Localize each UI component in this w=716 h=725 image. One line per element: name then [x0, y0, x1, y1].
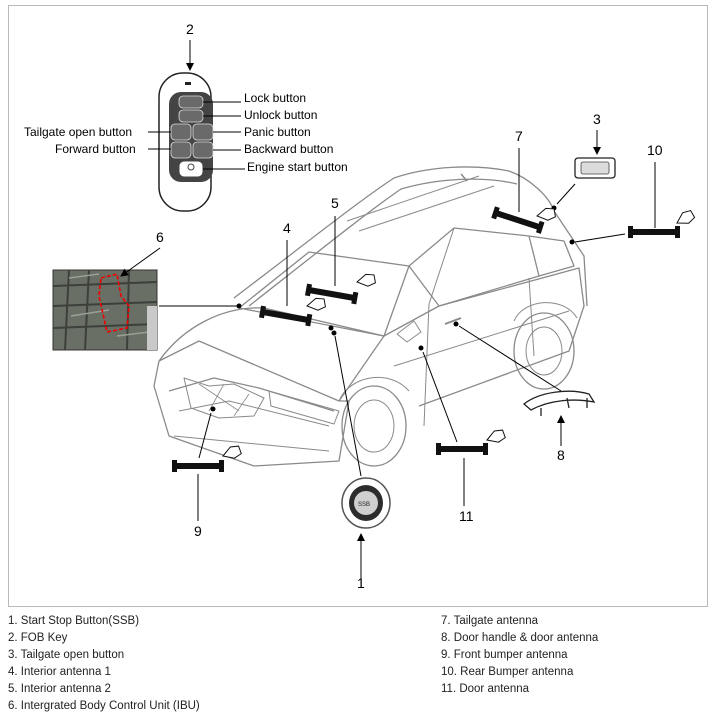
forward-button-label: Forward button	[55, 142, 136, 156]
unlock-button-label: Unlock button	[244, 108, 317, 122]
callout-10: 10	[647, 142, 663, 158]
legend-item: 3. Tailgate open button	[8, 649, 125, 661]
callout-11: 11	[459, 508, 474, 524]
callout-1: 1	[357, 575, 365, 591]
door-handle-antenna	[522, 390, 596, 416]
legend-item: 6. Intergrated Body Control Unit (IBU)	[8, 700, 200, 712]
tailgate-open-button	[574, 157, 616, 179]
tailgate-open-button-label: Tailgate open button	[24, 125, 132, 139]
door-antenna	[436, 443, 488, 455]
legend-item: 9. Front bumper antenna	[441, 649, 568, 661]
callout-9: 9	[194, 523, 202, 539]
callout-2: 2	[186, 21, 194, 37]
callout-4: 4	[283, 220, 291, 236]
legend-item: 2. FOB Key	[8, 632, 68, 644]
legend-left-column: 1. Start Stop Button(SSB) 2. FOB Key 3. …	[8, 613, 200, 715]
start-stop-button: SSB	[341, 477, 391, 529]
callout-8: 8	[557, 447, 565, 463]
legend-item: 10. Rear Bumper antenna	[441, 666, 574, 678]
backward-button-label: Backward button	[244, 142, 333, 156]
legend-item: 7. Tailgate antenna	[441, 615, 538, 627]
component-location-diagram: Lock button Unlock button Panic button B…	[8, 5, 708, 607]
rear-bumper-antenna	[628, 226, 680, 238]
legend-item: 4. Interior antenna 1	[8, 666, 111, 678]
callout-5: 5	[331, 195, 339, 211]
fob-key-illustration	[158, 72, 214, 212]
legend-item: 5. Interior antenna 2	[8, 683, 111, 695]
legend-item: 1. Start Stop Button(SSB)	[8, 615, 140, 627]
callout-7: 7	[515, 128, 523, 144]
legend-item: 8. Door handle & door antenna	[441, 632, 599, 644]
vehicle-illustration	[153, 166, 588, 467]
engine-start-button-label: Engine start button	[247, 160, 348, 174]
panic-button-label: Panic button	[244, 125, 311, 139]
ibu-photo	[52, 269, 158, 351]
legend-item: 11. Door antenna	[441, 683, 530, 695]
callout-6: 6	[156, 229, 164, 245]
legend-right-column: 7. Tailgate antenna 8. Door handle & doo…	[441, 613, 598, 698]
svg-text:SSB: SSB	[358, 502, 370, 508]
callout-3: 3	[593, 111, 601, 127]
tailgate-antenna	[491, 206, 545, 234]
front-bumper-antenna	[172, 460, 224, 472]
lock-button-label: Lock button	[244, 91, 306, 105]
